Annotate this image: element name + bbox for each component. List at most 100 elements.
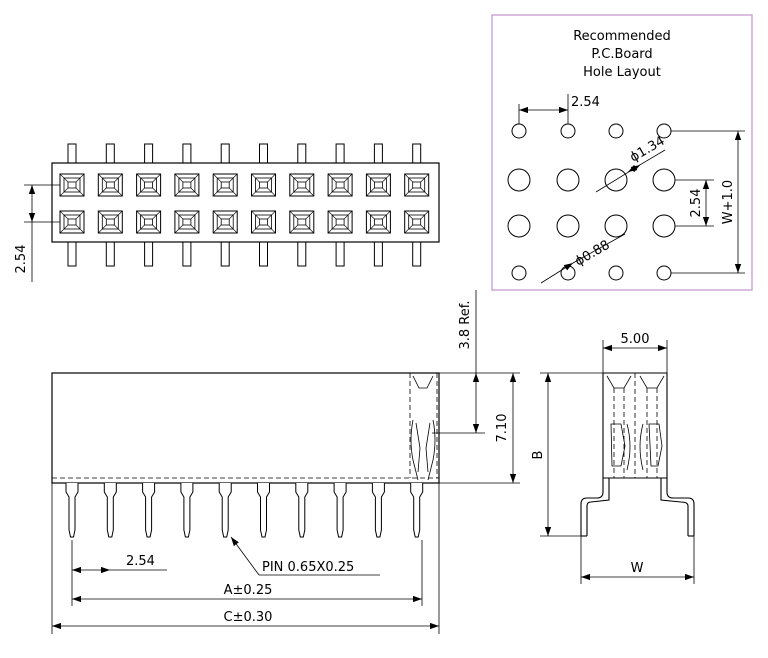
contact-cell-inner [101,177,119,193]
contact-cell-bevel [251,173,276,197]
pcb-pitch-label: 2.54 [571,95,600,110]
contact-cell-outer [136,210,162,234]
contact-cell-bevel [404,173,429,197]
contact-cell-inner [216,177,234,193]
top-pin-lower [220,240,230,267]
a-dim-label: A±0.25 [224,583,273,598]
contact-cell-core [412,181,422,189]
front-pin [410,483,424,538]
pcb-hole-large [652,168,676,192]
top-pin-lower [412,240,422,267]
front-pitch-label: 2.54 [126,554,155,569]
pcb-hole-small [656,265,672,281]
contact-cell-outer [136,173,162,197]
pcb-small-hole-leader [540,262,574,284]
front-pin [371,483,385,538]
front-view-pins [65,483,424,538]
pcb-hole-small [608,265,624,281]
contact-cell-inner [140,214,158,230]
top-pin-lower [373,240,383,267]
side-height-label: B [531,451,546,460]
pcb-small-hole-label: ϕ0.88 [573,238,613,270]
pcb-hole-large [507,214,531,238]
c-dim-label: C±0.30 [224,610,273,625]
contact-cell-inner [408,214,426,230]
contact-cell-outer [404,210,430,234]
contact-cell-core [412,218,422,226]
contact-cell-outer [404,173,430,197]
contact-cell-bevel [289,173,315,197]
contact-cell-core [335,218,345,226]
contact-cell-outer [97,173,123,197]
contact-cell-inner [293,177,311,193]
pcb-title-line-3: Hole Layout [583,65,661,80]
side-view: 5.00 B W [531,332,695,584]
contact-cell-core [105,181,115,189]
top-view-contacts [59,173,430,234]
contact-cell-bevel [136,173,161,197]
pcb-title-line-1: Recommended [573,29,671,44]
contact-cell-core [373,218,383,226]
pin-size-label: PIN 0.65X0.25 [262,560,354,575]
side-width-label: W [631,561,644,576]
contact-cell-bevel [174,173,200,197]
contact-cell-bevel [404,210,429,234]
pcb-hole-small [511,265,527,281]
top-pin-upper [373,143,383,165]
contact-cell-core [67,181,77,189]
contact-cell-bevel [98,173,123,197]
contact-cell-outer [212,210,238,234]
contact-cell-bevel [174,210,200,234]
top-pitch-label: 2.54 [14,245,29,274]
top-pin-lower [259,240,268,267]
top-pin-lower [182,240,192,267]
contact-cell-outer [174,173,200,197]
contact-cell-outer [365,210,391,234]
contact-cell-core [182,218,192,226]
contact-cell-outer [212,173,238,197]
pcb-hole-large [507,168,531,192]
pcb-hole-grid [507,123,676,281]
contact-cell-inner [369,177,387,193]
contact-cell-core [259,218,268,226]
contact-cell-inner [63,177,81,193]
contact-cell-core [144,181,154,189]
top-pin-lower [297,240,307,267]
top-pin-upper [297,143,307,165]
pcb-large-hole-leader-arrow [627,149,666,173]
pcb-hole-small [608,123,624,139]
contact-cell-bevel [136,210,161,234]
front-view-body [51,372,440,484]
front-pin [180,483,194,538]
contact-cell-inner [293,214,311,230]
side-width-top-label: 5.00 [621,332,650,347]
pcb-hole-large [556,168,580,192]
contact-cell-bevel [212,173,238,197]
pcb-hole-small [511,123,527,139]
front-pin [103,483,117,538]
contact-cell-core [335,181,345,189]
pcb-hole-large [652,214,676,238]
pcb-small-hole-leader-ext [572,233,626,264]
contact-cell-inner [408,177,426,193]
contact-cell-inner [178,214,196,230]
contact-cell-inner [255,177,272,193]
top-pin-lower [335,240,345,267]
pin-size-leader [230,536,260,576]
contact-cell-core [297,218,307,226]
contact-cell-core [259,181,268,189]
contact-cell-bevel [327,210,353,234]
side-view-contacts [606,373,665,478]
front-pin [257,483,270,538]
contact-cell-core [220,181,230,189]
contact-cell-inner [178,177,196,193]
top-pin-lower [144,240,154,267]
pcb-hole-small [560,123,576,139]
contact-cell-core [105,218,115,226]
top-pin-lower [105,240,115,267]
pcb-layout-panel: Recommended P.C.Board Hole Layout 2.54 [491,14,753,291]
contact-cell-core [220,218,230,226]
front-view: 3.8 Ref. 7.10 2.54 PIN 0.65X0.25 A±0.25 … [51,290,520,634]
contact-cell-core [182,181,192,189]
contact-cell-outer [327,173,353,197]
